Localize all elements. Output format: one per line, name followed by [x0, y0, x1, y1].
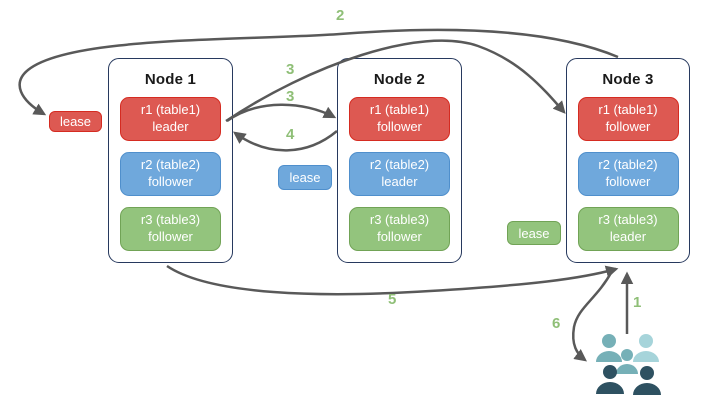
node-3-replica-r2: r2 (table2) follower [577, 152, 679, 196]
replica-role: follower [148, 229, 193, 244]
replica-label: r1 (table1) [369, 102, 430, 118]
node-1-replica-r1: r1 (table1) leader [120, 97, 221, 141]
replica-label: r3 (table3) [140, 212, 201, 228]
users-icon [596, 334, 661, 395]
lease-badge-r3: lease [507, 221, 561, 245]
replica-role: follower [605, 174, 651, 189]
lease-badge-r2: lease [278, 165, 332, 190]
replica-role: follower [148, 174, 193, 189]
replica-label: r3 (table3) [369, 212, 430, 228]
node-2: Node 2 r1 (table1) follower r2 (table2) … [337, 58, 462, 263]
node-2-replica-r3: r3 (table3) follower [349, 207, 450, 251]
arrow-step-3-short [226, 103, 337, 123]
node-1: Node 1 r1 (table1) leader r2 (table2) fo… [108, 58, 233, 263]
step-label-2: 2 [336, 7, 345, 24]
replica-label: r2 (table2) [598, 157, 658, 173]
arrow-step-5 [166, 264, 619, 296]
node-3: Node 3 r1 (table1) follower r2 (table2) … [566, 58, 690, 263]
replica-role: follower [377, 229, 422, 244]
node-3-replica-r1: r1 (table1) follower [577, 97, 679, 141]
step-label-4: 4 [286, 126, 295, 143]
replica-role: follower [377, 119, 422, 134]
node-2-replica-r1: r1 (table1) follower [349, 97, 450, 141]
replica-role: leader [152, 119, 189, 134]
node-3-replica-r3: r3 (table3) leader [577, 207, 679, 251]
node-2-replica-r2: r2 (table2) leader [349, 152, 450, 196]
replica-role: follower [605, 119, 651, 134]
lease-badge-r1: lease [49, 111, 102, 132]
replica-label: r3 (table3) [598, 212, 658, 228]
replica-label: r2 (table2) [369, 157, 430, 173]
node-1-replica-r2: r2 (table2) follower [120, 152, 221, 196]
step-label-1: 1 [633, 294, 642, 311]
node-1-replica-r3: r3 (table3) follower [120, 207, 221, 251]
arrow-step-6 [572, 270, 614, 362]
step-label-3b: 3 [286, 88, 295, 105]
replica-label: r1 (table1) [598, 102, 658, 118]
step-label-5: 5 [388, 291, 397, 308]
replica-label: r1 (table1) [140, 102, 201, 118]
step-label-6: 6 [552, 315, 561, 332]
replica-role: leader [381, 174, 418, 189]
replica-role: leader [609, 229, 647, 244]
replica-label: r2 (table2) [140, 157, 201, 173]
node-3-title: Node 3 [602, 71, 654, 88]
node-2-title: Node 2 [373, 71, 426, 88]
step-label-3a: 3 [286, 61, 295, 78]
node-1-title: Node 1 [144, 71, 197, 88]
